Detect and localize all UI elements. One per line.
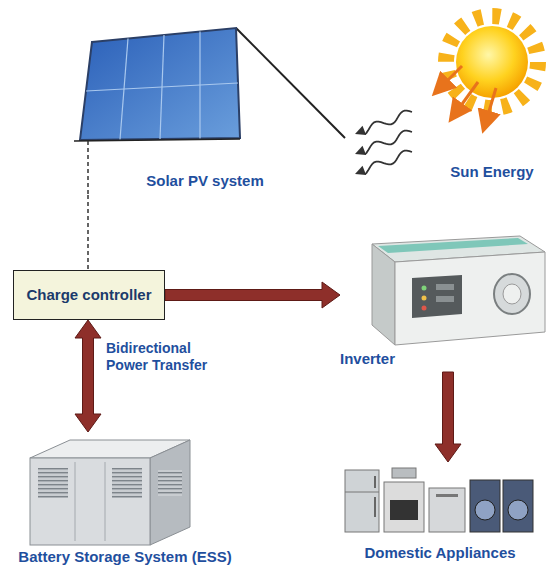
inverter-unit-part (436, 296, 454, 302)
component-label: Inverter (340, 350, 395, 368)
appliances-icon-part (475, 500, 495, 520)
box-label: Charge controller (26, 286, 151, 304)
wave-line (365, 151, 412, 175)
battery-container-part (38, 468, 68, 498)
solar-panel-roof-part (87, 141, 89, 195)
power-arrow-double (75, 320, 101, 432)
sun-icon-part (484, 88, 496, 128)
sun-icon-part (436, 66, 462, 92)
appliances-icon-part (508, 500, 528, 520)
battery-container-part (30, 458, 150, 545)
edge-label: Bidirectional Power Transfer (106, 340, 224, 374)
battery-container-part (112, 468, 142, 498)
appliances-icon-part (429, 488, 465, 532)
inverter-unit-part (503, 284, 521, 304)
sunlight-waves (355, 111, 412, 175)
battery-container-part (150, 440, 190, 545)
appliances-icon (345, 468, 533, 532)
appliances-icon-part (390, 500, 418, 520)
appliances-icon-part (436, 494, 458, 497)
appliances-icon-part (374, 476, 376, 488)
battery-container-part (75, 462, 76, 541)
battery-container (30, 440, 190, 545)
appliances-icon-part (503, 480, 533, 532)
solar-panel-roof-part (86, 83, 238, 91)
appliances-icon-part (345, 492, 379, 493)
component-label: Battery Storage System (ESS) (18, 548, 231, 566)
sun-icon-part (446, 16, 538, 108)
inverter-unit-part (436, 284, 454, 290)
sun-node: Sun Energy (415, 5, 555, 185)
inverter-unit-part (422, 286, 427, 291)
inverter-unit (372, 236, 545, 345)
appliances-icon-part (345, 470, 379, 532)
appliances-icon-part (392, 468, 416, 478)
inverter-unit-part (372, 244, 395, 345)
wave-arrowhead (355, 126, 366, 135)
controller-box: Charge controller (13, 270, 165, 320)
solar-panel-roof-part (74, 139, 240, 141)
inverter-unit-part (412, 275, 462, 318)
solar-panel-roof-part (236, 28, 345, 138)
inverter-unit-part (422, 296, 427, 301)
appliances-icon-part (384, 482, 424, 532)
appliances-icon-part (470, 480, 500, 532)
component-label: Domestic Appliances (364, 544, 515, 562)
appliances-icon-part (374, 497, 376, 517)
solar-panel-node: Solar PV system (60, 20, 350, 195)
inverter-unit-part (395, 252, 545, 345)
inverter-unit-part (422, 306, 427, 311)
power-arrow (435, 372, 461, 462)
battery-container-part (158, 470, 182, 496)
component-label: Sun Energy (450, 163, 533, 181)
solar-panel-roof (74, 28, 345, 195)
solar-panel-roof-part (80, 28, 240, 140)
dashed-link (87, 195, 89, 270)
component-label: Solar PV system (146, 172, 264, 190)
sun-icon (436, 16, 538, 128)
battery-node: Battery Storage System (ESS) (12, 432, 242, 568)
wave-arrowhead (355, 166, 366, 175)
solar-panel-roof-part (236, 28, 345, 138)
sun-icon-part (452, 82, 478, 118)
battery-container-part (105, 462, 106, 541)
appliances-node: Domestic Appliances (335, 462, 545, 565)
wave-arrowhead (355, 146, 366, 155)
inverter-unit-part (378, 238, 528, 253)
inverter-node: Inverter (340, 232, 550, 372)
power-arrow (165, 282, 340, 308)
sun-icon-part (456, 26, 528, 98)
inverter-unit-part (494, 274, 530, 314)
